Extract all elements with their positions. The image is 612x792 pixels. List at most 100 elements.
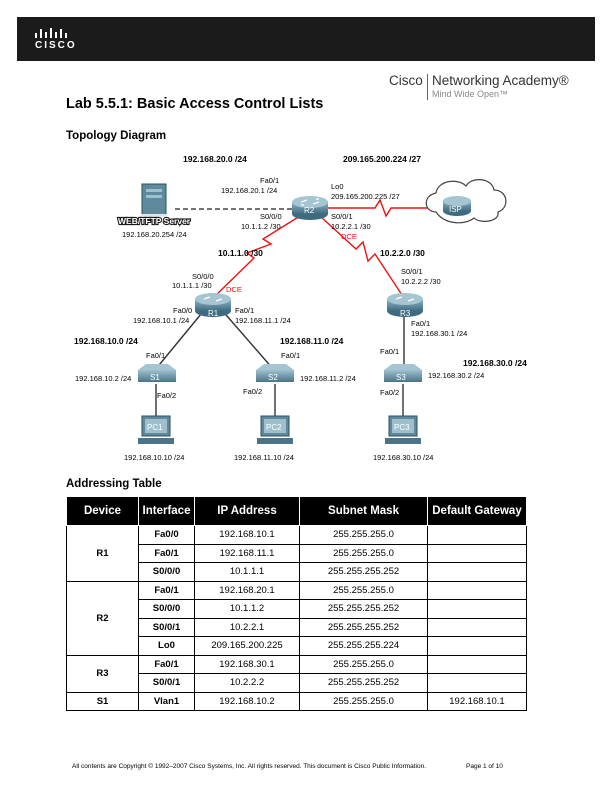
- table-row: R3 Fa0/1 192.168.30.1 255.255.255.0: [66, 654, 527, 693]
- cisco-header-banner: CISCO: [17, 17, 595, 61]
- net-209-165-200: 209.165.200.224 /27: [343, 154, 421, 164]
- table-row: S0/0/1 10.2.2.2 255.255.255.252: [67, 673, 527, 693]
- router-r1-icon: [195, 293, 231, 317]
- col-subnet-mask: Subnet Mask: [299, 496, 428, 526]
- academy-brand: Cisco: [389, 73, 423, 88]
- isp-label: ISP: [449, 205, 462, 214]
- ip-cell: 10.1.1.1: [194, 562, 300, 582]
- router-r3-icon: [387, 293, 423, 317]
- topology-diagram: WEB/TFTP Server 192.168.20.254 /24 R2 IS…: [74, 154, 527, 462]
- link-r2-isp: [325, 198, 438, 218]
- r3-fa01-ip: 192.168.30.1 /24: [411, 329, 467, 338]
- r3-s001-label: S0/0/1: [401, 267, 423, 276]
- r2-s000-label: S0/0/0: [260, 212, 282, 221]
- interface-cell: Vlan1: [138, 691, 195, 711]
- r1-s000-label: S0/0/0: [192, 272, 214, 281]
- pc1-icon: [138, 415, 174, 444]
- ip-cell: 209.165.200.225: [194, 636, 300, 656]
- table-row: Fa0/1 192.168.11.1 255.255.255.0: [67, 543, 527, 563]
- col-device: Device: [66, 496, 139, 526]
- mask-cell: 255.255.255.252: [299, 562, 428, 582]
- page-number: Page 1 of 10: [466, 763, 503, 770]
- table-row: S1 Vlan1 192.168.10.2 255.255.255.0 192.…: [66, 691, 527, 711]
- mask-cell: 255.255.255.224: [299, 636, 428, 656]
- r2-dce-label: DCE: [341, 232, 357, 241]
- mask-cell: 255.255.255.0: [299, 543, 428, 563]
- table-header-row: Device Interface IP Address Subnet Mask …: [66, 496, 527, 526]
- page-title: Lab 5.5.1: Basic Access Control Lists: [66, 96, 324, 112]
- gateway-cell: [427, 636, 527, 656]
- server-label: WEB/TFTP Server: [118, 216, 191, 226]
- r2-fa01-ip: 192.168.20.1 /24: [221, 186, 277, 195]
- interface-cell: Fa0/1: [138, 654, 195, 674]
- r2-s001-ip: 10.2.2.1 /30: [331, 222, 371, 231]
- net-10-2-2: 10.2.2.0 /30: [380, 248, 425, 258]
- mask-cell: 255.255.255.0: [299, 580, 428, 600]
- r2-lo0-ip: 209.165.200.225 /27: [331, 192, 400, 201]
- server-icon: [140, 183, 220, 225]
- mask-cell: 255.255.255.252: [299, 599, 428, 619]
- r3-s001-ip: 10.2.2.2 /30: [401, 277, 441, 286]
- r2-s001-label: S0/0/1: [331, 212, 353, 221]
- s1-fa02-label: Fa0/2: [157, 391, 176, 400]
- academy-divider: [427, 74, 428, 100]
- s2-fa02-label: Fa0/2: [243, 387, 262, 396]
- copyright-footer: All contents are Copyright © 1992–2007 C…: [72, 763, 427, 770]
- ip-cell: 192.168.30.1: [194, 654, 300, 674]
- r2-fa01-label: Fa0/1: [260, 176, 279, 185]
- device-cell: R3: [66, 654, 139, 693]
- interface-cell: Fa0/1: [138, 543, 195, 563]
- s3-fa01-label: Fa0/1: [380, 347, 399, 356]
- interface-cell: S0/0/1: [138, 673, 195, 693]
- gateway-cell: [427, 654, 527, 674]
- gateway-cell: [427, 599, 527, 619]
- r2-lo0-label: Lo0: [331, 182, 344, 191]
- ip-cell: 10.2.2.1: [194, 617, 300, 637]
- gateway-cell: [427, 525, 527, 545]
- s2-label: S2: [268, 373, 278, 382]
- pc3-ip: 192.168.30.10 /24: [373, 453, 433, 462]
- cisco-bridge-icon: [35, 28, 67, 38]
- device-cell: R2: [66, 580, 139, 656]
- r1-fa00-label: Fa0/0: [173, 306, 192, 315]
- switch-s2-icon: [256, 364, 294, 382]
- mask-cell: 255.255.255.252: [299, 673, 428, 693]
- col-default-gateway: Default Gateway: [427, 496, 527, 526]
- topology-heading: Topology Diagram: [66, 130, 167, 142]
- r2-s000-ip: 10.1.1.2 /30: [241, 222, 281, 231]
- net-192-168-10: 192.168.10.0 /24: [74, 336, 138, 346]
- networking-academy-logo: Cisco Networking Academy® Mind Wide Open…: [389, 73, 569, 103]
- r1-fa01-label: Fa0/1: [235, 306, 254, 315]
- pc3-label: PC3: [394, 423, 410, 432]
- net-192-168-30: 192.168.30.0 /24: [463, 358, 527, 368]
- academy-name: Networking Academy®: [432, 73, 569, 88]
- s1-label: S1: [150, 373, 160, 382]
- r1-s000-ip: 10.1.1.1 /30: [172, 281, 212, 290]
- mask-cell: 255.255.255.0: [299, 654, 428, 674]
- r3-fa01-label: Fa0/1: [411, 319, 430, 328]
- col-ip-address: IP Address: [194, 496, 300, 526]
- ip-cell: 10.1.1.2: [194, 599, 300, 619]
- ip-cell: 10.2.2.2: [194, 673, 300, 693]
- ip-cell: 192.168.10.2: [194, 691, 300, 711]
- switch-s1-icon: [138, 364, 176, 382]
- interface-cell: Fa0/1: [138, 580, 195, 600]
- s1-ip: 192.168.10.2 /24: [75, 374, 131, 383]
- link-r1-s2: [219, 307, 275, 371]
- s3-fa02-label: Fa0/2: [380, 388, 399, 397]
- s3-ip: 192.168.30.2 /24: [428, 371, 484, 380]
- pc3-icon: [385, 415, 421, 444]
- isp-cloud-icon: [425, 179, 507, 224]
- pc2-icon: [257, 415, 293, 444]
- interface-cell: S0/0/1: [138, 617, 195, 637]
- net-10-1-1: 10.1.1.0 /30: [218, 248, 263, 258]
- mask-cell: 255.255.255.0: [299, 525, 428, 545]
- table-row: R1 Fa0/0 192.168.10.1 255.255.255.0: [66, 525, 527, 582]
- gateway-cell: 192.168.10.1: [427, 691, 527, 711]
- academy-tagline: Mind Wide Open™: [432, 89, 509, 99]
- r2-label: R2: [304, 206, 315, 215]
- ip-cell: 192.168.10.1: [194, 525, 300, 545]
- device-cell: R1: [66, 525, 139, 582]
- gateway-cell: [427, 673, 527, 693]
- s2-fa01-label: Fa0/1: [281, 351, 300, 360]
